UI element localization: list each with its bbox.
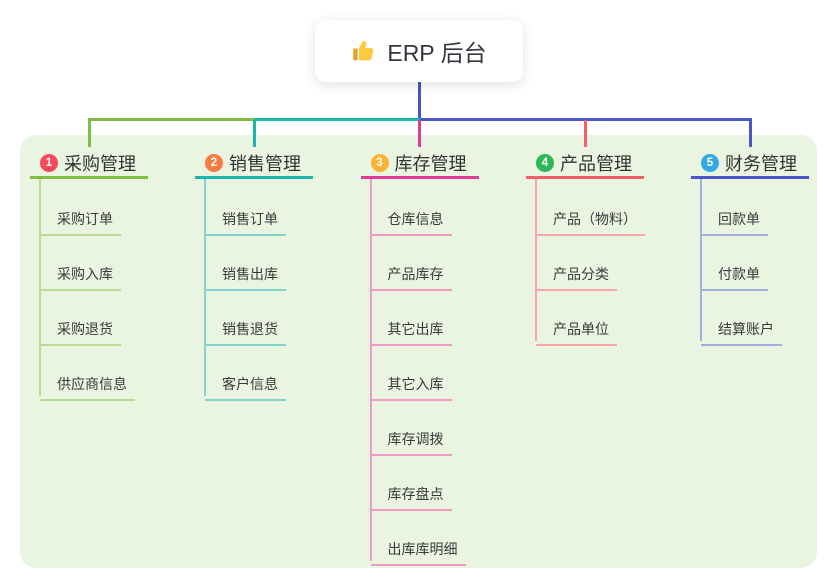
- child-node[interactable]: 销售退货: [205, 311, 286, 346]
- child-spine-branch-5: [700, 179, 702, 341]
- branch-title-2[interactable]: 2 销售管理: [205, 150, 301, 176]
- child-spine-branch-4: [535, 179, 537, 341]
- connector-stub-branch-3: [418, 120, 421, 147]
- child-node[interactable]: 付款单: [701, 256, 768, 291]
- branch-title-label: 销售管理: [229, 154, 301, 174]
- branch-title-label: 财务管理: [725, 154, 797, 174]
- branch-underline-3: [360, 176, 479, 179]
- branch-number-badge: 3: [370, 154, 389, 172]
- branches-panel: [20, 135, 817, 568]
- child-node[interactable]: 产品单位: [536, 311, 617, 346]
- child-node[interactable]: 供应商信息: [40, 366, 135, 401]
- branch-number-badge: 4: [536, 154, 554, 172]
- branch-underline-5: [691, 176, 809, 179]
- branch-title-label: 产品管理: [560, 154, 632, 174]
- child-node[interactable]: 其它入库: [370, 366, 452, 401]
- branch-underline-1: [30, 176, 148, 179]
- branch-title-label: 采购管理: [64, 154, 136, 174]
- thumbs-up-icon: [351, 38, 377, 64]
- branch-title-label: 库存管理: [394, 154, 467, 174]
- branch-number-badge: 5: [701, 154, 719, 172]
- branch-title-4[interactable]: 4 产品管理: [536, 150, 632, 176]
- child-node[interactable]: 产品（物料）: [536, 201, 645, 236]
- child-node[interactable]: 销售出库: [205, 256, 286, 291]
- child-node[interactable]: 回款单: [701, 201, 768, 236]
- connector-stub-branch-5: [748, 120, 752, 147]
- child-node[interactable]: 采购入库: [40, 256, 121, 291]
- connector-rail-left-teal: [254, 118, 421, 121]
- branch-title-1[interactable]: 1 采购管理: [40, 150, 136, 176]
- child-node[interactable]: 产品库存: [370, 256, 452, 291]
- child-spine-branch-3: [369, 179, 372, 561]
- root-node[interactable]: ERP 后台: [315, 20, 523, 82]
- branch-title-5[interactable]: 5 财务管理: [701, 150, 797, 176]
- child-node[interactable]: 其它出库: [370, 311, 452, 346]
- child-spine-branch-2: [204, 179, 206, 396]
- child-node[interactable]: 采购订单: [40, 201, 121, 236]
- child-node[interactable]: 销售订单: [205, 201, 286, 236]
- branch-title-3[interactable]: 3 库存管理: [370, 150, 467, 176]
- branch-underline-4: [526, 176, 644, 179]
- branch-underline-2: [195, 176, 313, 179]
- connector-rail-left-green: [88, 118, 255, 121]
- connector-root-trunk: [418, 82, 421, 120]
- child-spine-branch-1: [39, 179, 41, 396]
- child-node[interactable]: 库存盘点: [370, 476, 452, 511]
- connector-stub-branch-4: [583, 120, 587, 147]
- connector-rail-right-blue: [419, 118, 752, 121]
- child-node[interactable]: 结算账户: [701, 311, 782, 346]
- child-node[interactable]: 采购退货: [40, 311, 121, 346]
- branch-number-badge: 1: [40, 154, 58, 172]
- child-node[interactable]: 仓库信息: [370, 201, 452, 236]
- connector-stub-branch-2: [252, 120, 256, 147]
- branch-number-badge: 2: [205, 154, 223, 172]
- child-node[interactable]: 库存调拨: [370, 421, 452, 456]
- child-node[interactable]: 产品分类: [536, 256, 617, 291]
- child-node[interactable]: 出库库明细: [370, 531, 466, 566]
- root-label: ERP 后台: [387, 40, 487, 66]
- connector-stub-branch-1: [87, 120, 91, 147]
- child-node[interactable]: 客户信息: [205, 366, 286, 401]
